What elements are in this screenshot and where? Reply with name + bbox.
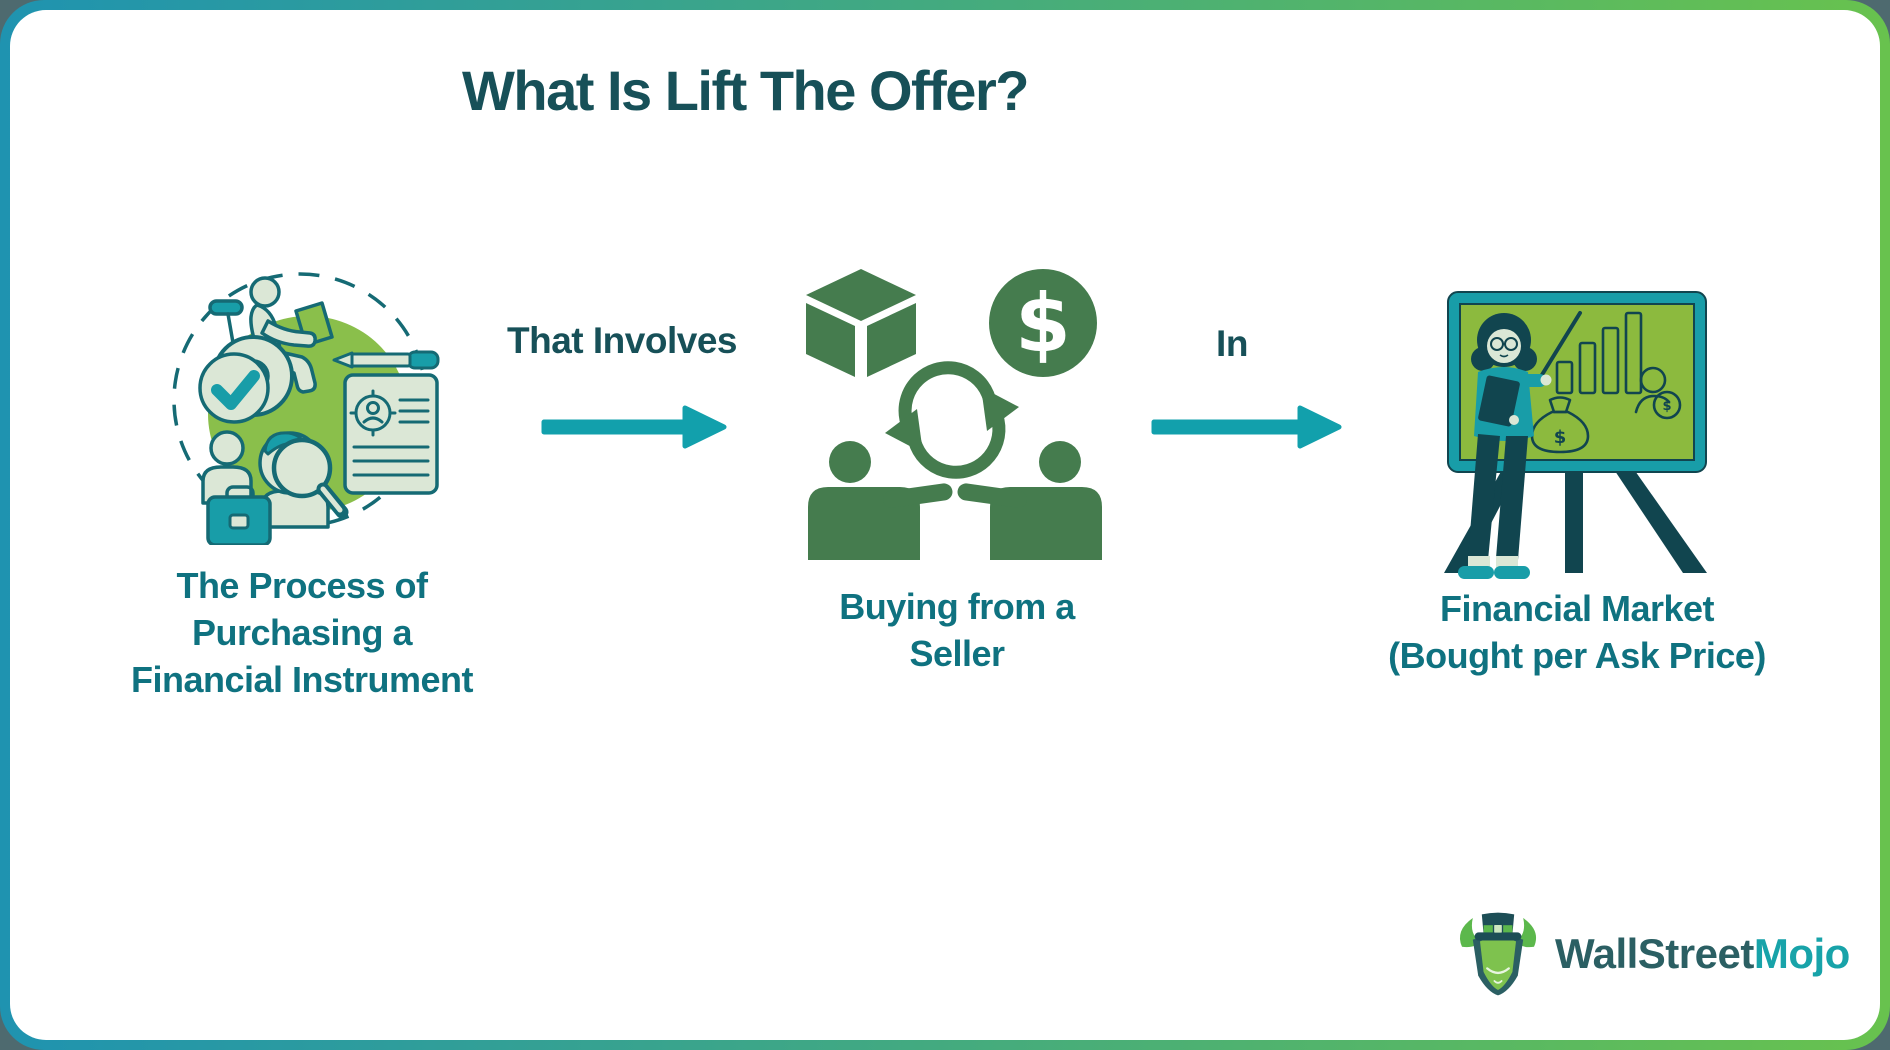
arrow-right-icon xyxy=(541,405,727,449)
step2-caption: Buying from a Seller xyxy=(757,583,1157,677)
logo-text-accent: Mojo xyxy=(1753,930,1850,977)
presenter-figure xyxy=(1458,311,1582,579)
logo-wordmark: WallStreetMojo xyxy=(1555,930,1850,978)
box-icon xyxy=(806,269,916,377)
goods-money-exchange-illustration: $ xyxy=(806,269,1102,560)
svg-text:$: $ xyxy=(1662,399,1671,414)
document-icon xyxy=(332,350,440,495)
caption-line: Financial Market xyxy=(1439,588,1715,629)
magnifier-icon xyxy=(271,437,349,519)
step1-caption: The Process of Purchasing a Financial In… xyxy=(82,562,522,703)
svg-text:$: $ xyxy=(1015,277,1071,370)
investor-coin-icon: $ xyxy=(1634,366,1682,420)
caption-line: The Process of xyxy=(176,565,428,606)
connector2-label: In xyxy=(1216,323,1248,364)
shoe xyxy=(1458,566,1494,579)
glasses-icon xyxy=(1490,337,1518,351)
caption-line: Seller xyxy=(909,633,1005,674)
wallstreetmojo-logo: WallStreetMojo xyxy=(1453,905,1850,1003)
magnifier-person xyxy=(258,431,349,529)
bar-chart-icon xyxy=(1555,311,1643,395)
page-title: What Is Lift The Offer? xyxy=(462,59,1029,122)
logo-text-primary: WallStreet xyxy=(1555,930,1754,977)
shoe xyxy=(1494,566,1530,579)
step3-caption: Financial Market (Bought per Ask Price) xyxy=(1347,585,1807,679)
purchase-research-illustration xyxy=(172,272,440,545)
bull-mascot-icon xyxy=(1459,912,1537,996)
svg-text:$: $ xyxy=(1554,427,1567,448)
caption-line: Financial Instrument xyxy=(130,659,474,700)
caption-line: (Bought per Ask Price) xyxy=(1388,635,1766,676)
target-person-icon xyxy=(349,389,397,437)
dollar-coin-icon: $ xyxy=(989,269,1097,377)
top-hat-icon xyxy=(1474,912,1522,941)
buyer-figure xyxy=(808,441,953,560)
arrow-right-icon xyxy=(1151,405,1342,449)
caption-line: Buying from a xyxy=(839,586,1075,627)
caption-line: Purchasing a xyxy=(191,612,413,653)
briefcase-icon xyxy=(206,485,272,545)
small-person xyxy=(201,430,253,505)
market-presentation-illustration: $ $ xyxy=(1444,291,1707,579)
connector1-label: That Involves xyxy=(507,320,737,361)
money-bag-icon: $ xyxy=(1530,396,1590,454)
exchange-arrows-icon xyxy=(885,361,1019,479)
checkmark-icon xyxy=(198,352,270,424)
